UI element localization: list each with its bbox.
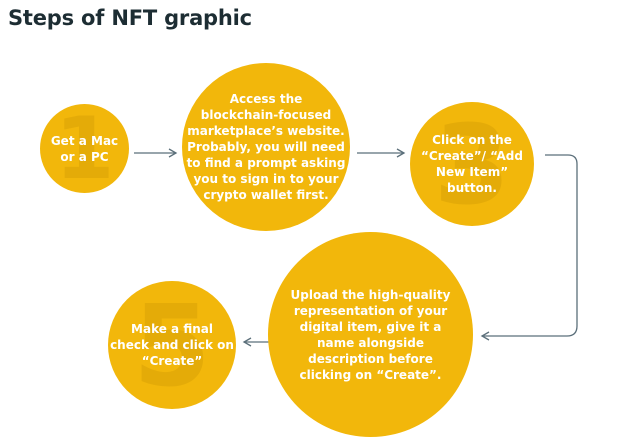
step-5-text: Make a final check and click on “Create” <box>110 322 234 368</box>
step-1-circle: 1 Get a Mac or a PC <box>40 104 129 193</box>
step-5-circle: 5 Make a final check and click on “Creat… <box>108 281 236 409</box>
arrow-3-to-4 <box>480 154 578 341</box>
step-3-circle: 3 Click on the “Create”/ “Add New Item” … <box>410 102 534 226</box>
step-4-circle: 4 Upload the high-quality representation… <box>268 232 473 437</box>
step-1-text: Get a Mac or a PC <box>50 133 119 164</box>
page-title: Steps of NFT graphic <box>8 6 252 30</box>
step-2-circle: 2 Access the blockchain-focused marketpl… <box>182 63 350 231</box>
step-2-text: Access the blockchain-focused marketplac… <box>186 92 346 202</box>
step-4-text: Upload the high-quality representation o… <box>290 287 451 382</box>
step-3-text: Click on the “Create”/ “Add New Item” bu… <box>421 133 523 195</box>
